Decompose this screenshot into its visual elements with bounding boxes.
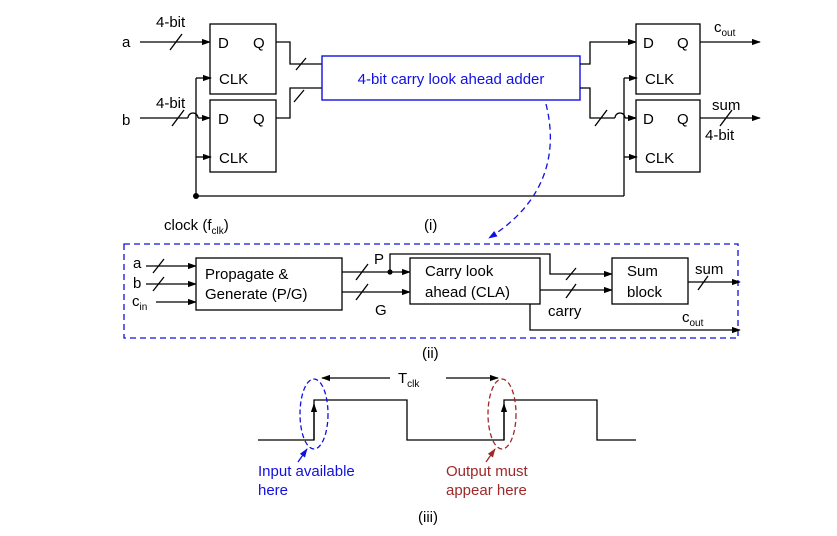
input-pointer-arrow <box>297 448 308 463</box>
bus-slash-sum-ii <box>697 275 709 291</box>
output-edge-highlight <box>487 378 517 450</box>
pg-label-line2: Generate (P/G) <box>205 286 308 303</box>
adder-sum-hop <box>614 112 626 119</box>
part-i-caption: (i) <box>424 217 437 234</box>
bus-slash-in-a <box>152 258 165 274</box>
output-must-line1: Output must <box>446 463 529 480</box>
input-available-line1: Input available <box>258 463 355 480</box>
part-ii-caption: (ii) <box>422 345 439 362</box>
ff-top-left-clk: CLK <box>219 71 248 88</box>
ff-bottom-right-q: Q <box>677 111 689 128</box>
sum-out-label: sum <box>695 261 723 278</box>
ff-bottom-right-d: D <box>643 111 654 128</box>
part-ii-adder-internals: a b cin Propagate & Generate (P/G) P G C… <box>123 243 741 362</box>
cout-label: cout <box>714 19 736 39</box>
input-b-label: b <box>122 112 130 129</box>
ff-bottom-left-q: Q <box>253 111 265 128</box>
ff-top-right-clk: CLK <box>645 71 674 88</box>
part-iii-timing: Tclk Input available here Output must ap… <box>258 370 636 526</box>
bus-slash-a <box>169 33 183 51</box>
flip-flop-top-right: D Q CLK <box>635 23 701 95</box>
input-b-hop <box>187 112 199 119</box>
adder-label: 4-bit carry look ahead adder <box>358 71 545 88</box>
clock-junction-dot <box>193 193 199 199</box>
ff-bottom-left-clk: CLK <box>219 150 248 167</box>
bus-b-label: 4-bit <box>156 95 186 112</box>
cla-label-line2: ahead (CLA) <box>425 284 510 301</box>
bus-slash-sum-in <box>594 109 608 127</box>
g-label: G <box>375 302 387 319</box>
expand-pointer-arrow <box>488 103 551 239</box>
bus-slash-q2 <box>293 89 305 103</box>
output-must-line2: appear here <box>446 482 527 499</box>
input-edge-highlight <box>299 378 329 450</box>
in-a-label: a <box>133 255 142 272</box>
sum-block-line2: block <box>627 284 663 301</box>
bus-a-label: 4-bit <box>156 14 186 31</box>
bus-slash-in-b <box>152 276 165 292</box>
carry-lookahead-block <box>409 257 541 305</box>
clock-label: clock (fclk) <box>164 217 229 237</box>
cout-ii-label: cout <box>682 309 704 329</box>
bus-slash-carry-1 <box>565 267 577 281</box>
bus-slash-g <box>355 283 369 301</box>
ff-bottom-right-clk: CLK <box>645 150 674 167</box>
flip-flop-top-left: D Q CLK <box>209 23 277 95</box>
carry-lookahead-adder-box <box>321 55 581 101</box>
clock-waveform <box>258 399 636 441</box>
output-pointer-arrow <box>485 448 496 463</box>
sum-label: sum <box>712 97 740 114</box>
sum-bus-label: 4-bit <box>705 127 735 144</box>
ff-bottom-left-d: D <box>218 111 229 128</box>
input-a-label: a <box>122 34 131 51</box>
in-cin-label: cin <box>132 293 147 313</box>
q-top-left-wire <box>276 41 322 65</box>
adder-sum-wire <box>580 87 615 119</box>
q-bottom-left-wire <box>276 87 322 119</box>
bus-slash-carry-2 <box>565 283 577 299</box>
input-available-line2: here <box>258 482 288 499</box>
bus-slash-b <box>171 109 185 127</box>
expanded-view-border <box>123 243 739 339</box>
in-b-label: b <box>133 275 141 292</box>
ff-top-left-q: Q <box>253 35 265 52</box>
cout-ii-wire <box>529 304 741 334</box>
ff-top-left-d: D <box>218 35 229 52</box>
ff-top-right-q: Q <box>677 35 689 52</box>
adder-carry-out-wire <box>580 38 637 65</box>
bus-slash-q1 <box>295 57 307 71</box>
bus-slash-sum-out <box>719 109 733 127</box>
period-label: Tclk <box>398 370 420 390</box>
flip-flop-bottom-left: D Q CLK <box>209 99 277 173</box>
sum-block <box>611 257 689 305</box>
bus-slash-p <box>355 263 369 281</box>
part-i-registered-adder: a 4-bit b 4-bit D Q CLK D Q CLK cloc <box>122 14 761 239</box>
pg-label-line1: Propagate & <box>205 266 288 283</box>
cla-label-line1: Carry look <box>425 263 494 280</box>
sum-block-line1: Sum <box>627 263 658 280</box>
flip-flop-bottom-right: D Q CLK <box>635 99 701 173</box>
carry-label: carry <box>548 303 582 320</box>
propagate-generate-block <box>195 257 343 311</box>
ff-top-right-d: D <box>643 35 654 52</box>
p-label: P <box>374 251 384 268</box>
part-iii-caption: (iii) <box>418 509 438 526</box>
